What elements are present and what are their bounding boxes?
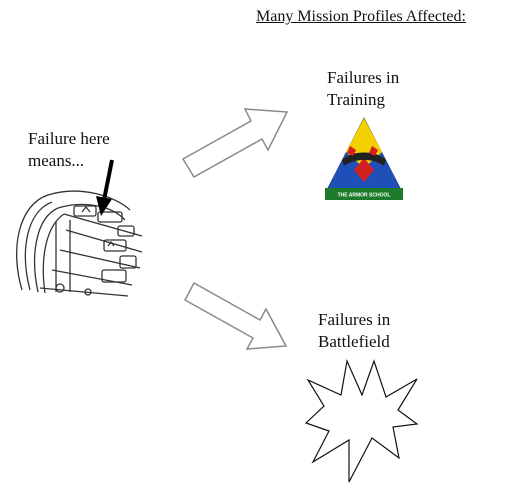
pointer-arrow bbox=[96, 159, 114, 216]
arrow-to-training bbox=[181, 108, 289, 179]
failure-location-line-1: Failure here bbox=[28, 129, 110, 148]
battlefield-label-line-2: Battlefield bbox=[318, 332, 390, 351]
training-failures-label: Failures in Training bbox=[327, 67, 447, 111]
failure-location-label: Failure here means... bbox=[28, 128, 148, 172]
arrow-to-battlefield bbox=[183, 281, 288, 350]
training-label-line-2: Training bbox=[327, 90, 385, 109]
emblem-banner-text: THE ARMOR SCHOOL bbox=[338, 193, 391, 199]
page-heading: Many Mission Profiles Affected: bbox=[256, 8, 466, 25]
explosion-burst-icon bbox=[304, 358, 419, 483]
armor-school-emblem: THE ARMOR SCHOOL bbox=[325, 117, 403, 200]
training-label-line-1: Failures in bbox=[327, 68, 400, 87]
track-wheel-illustration bbox=[16, 190, 143, 297]
failure-location-line-2: means... bbox=[28, 151, 85, 170]
battlefield-failures-label: Failures in Battlefield bbox=[318, 309, 438, 353]
battlefield-label-line-1: Failures in bbox=[318, 310, 391, 329]
